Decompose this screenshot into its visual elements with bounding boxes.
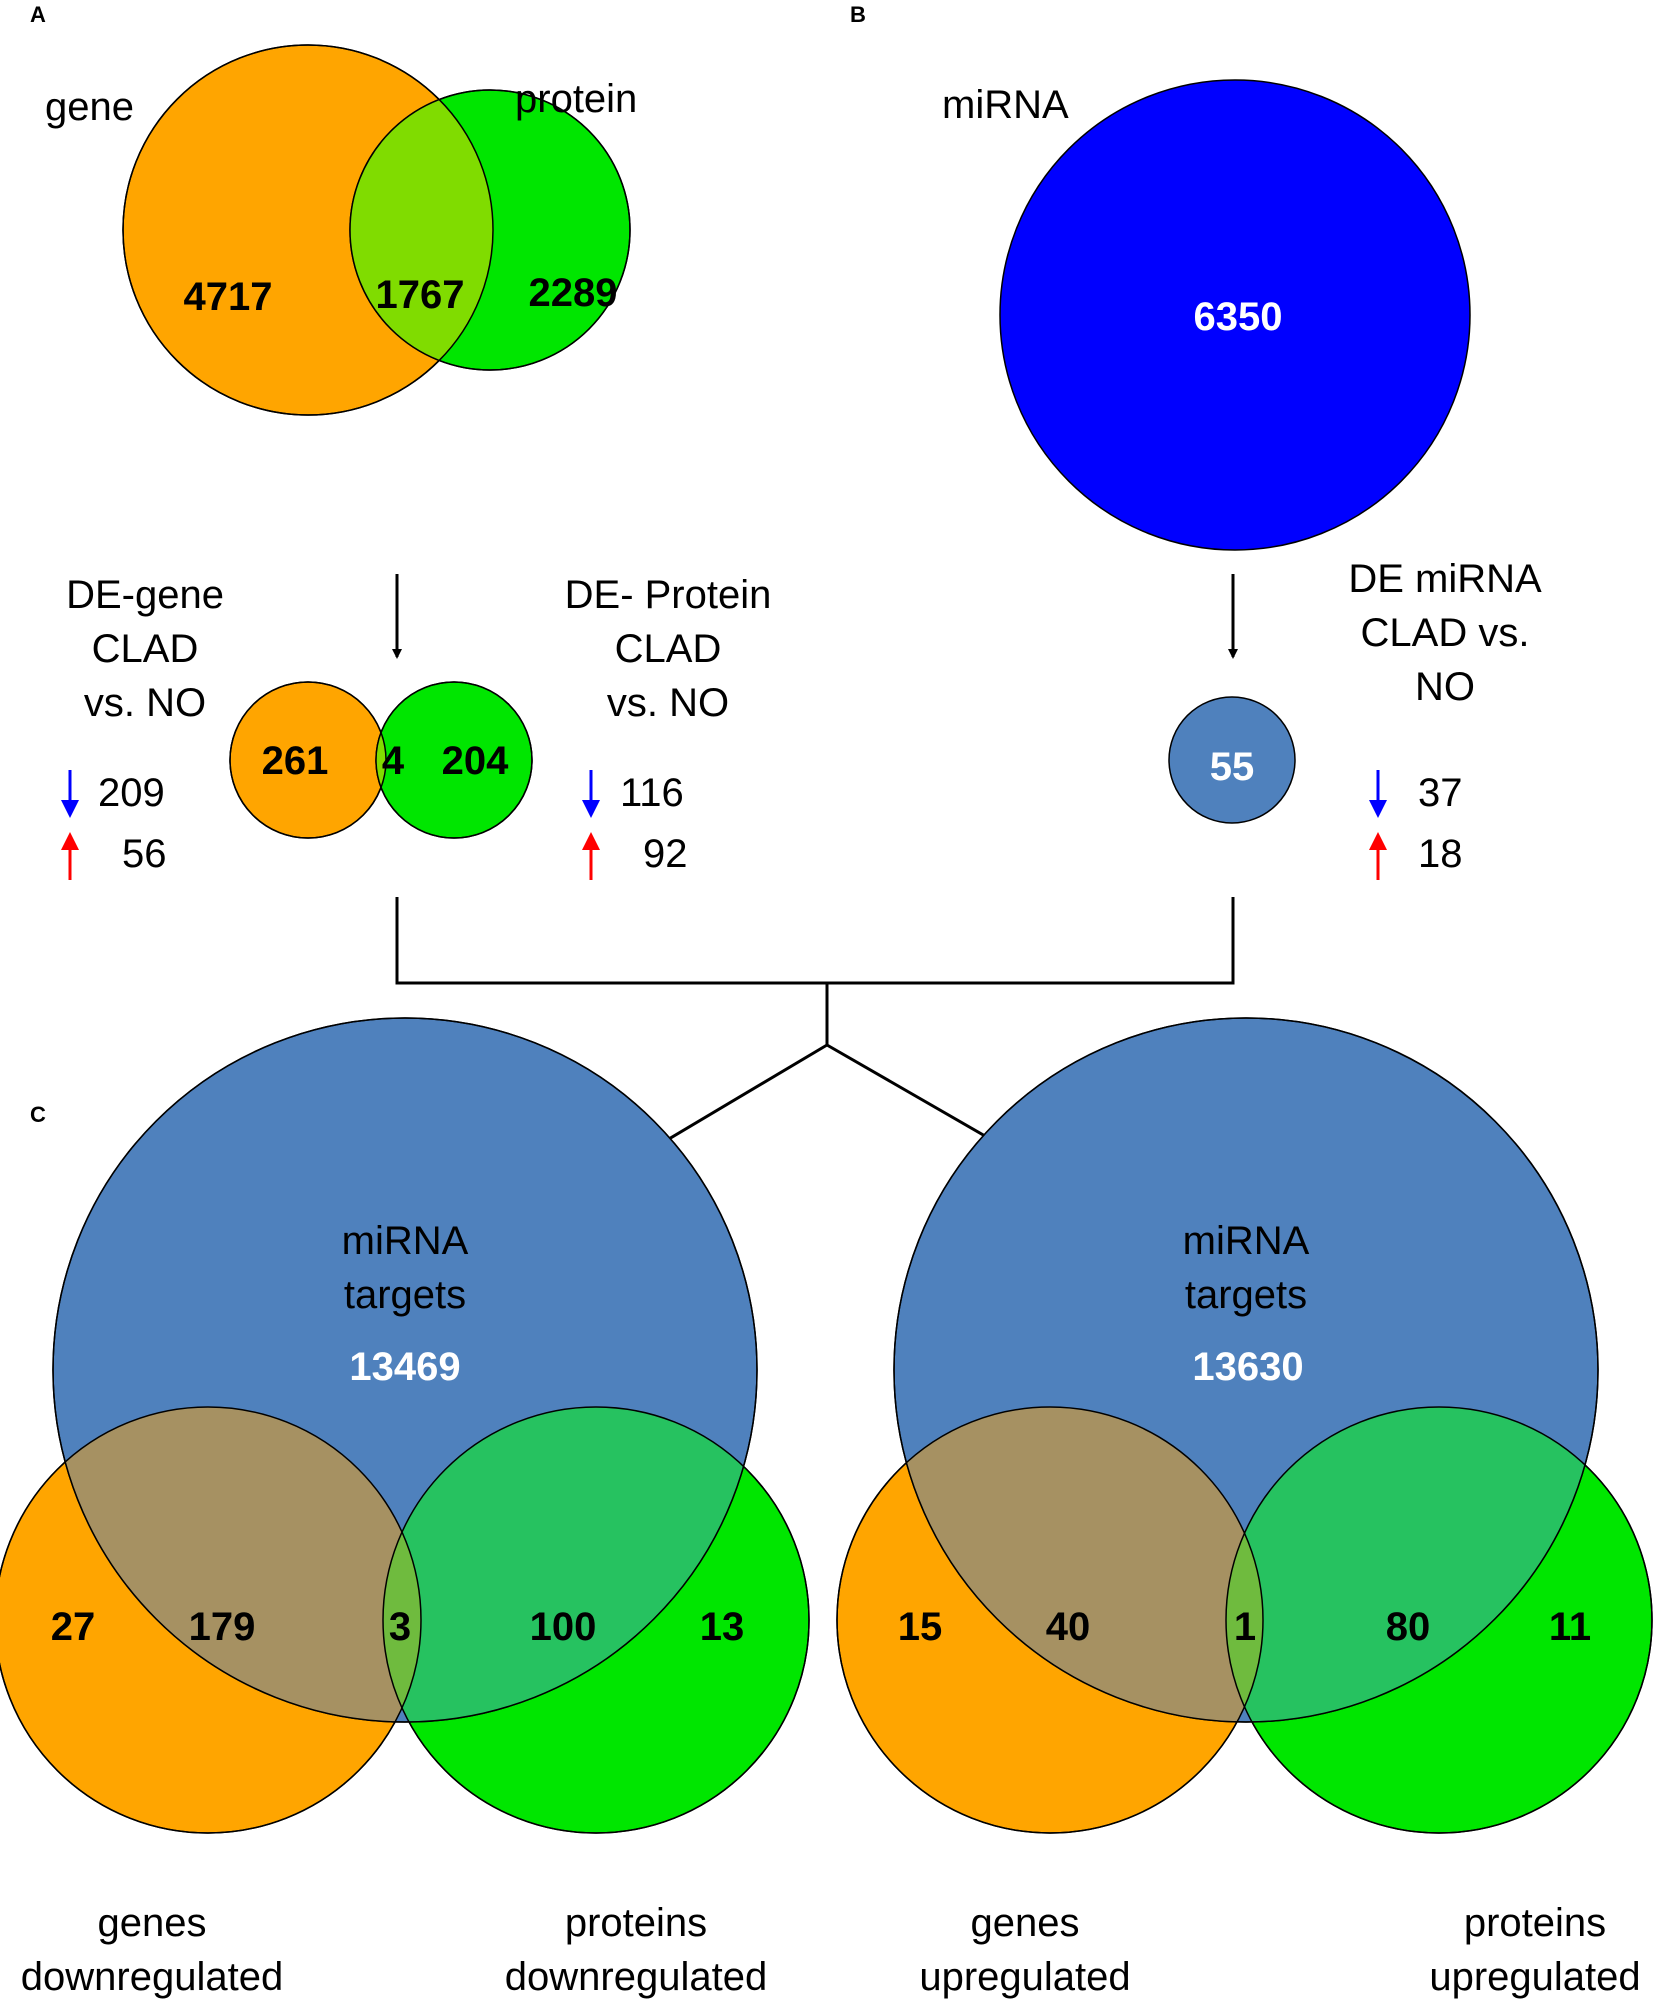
svg-text:DE miRNA: DE miRNA xyxy=(1348,557,1542,601)
left-all-three-count: 3 xyxy=(389,1605,411,1649)
right-targets-label: miRNA targets xyxy=(1183,1219,1310,1317)
left-genes-targets-overlap xyxy=(53,1407,421,1722)
svg-text:downregulated: downregulated xyxy=(21,1955,283,1999)
de-gene-only-count: 261 xyxy=(262,739,329,783)
svg-text:miRNA: miRNA xyxy=(342,1219,469,1263)
de-gene-down-count: 209 xyxy=(98,771,165,815)
de-mirna-label: DE miRNA CLAD vs. NO xyxy=(1348,557,1542,709)
gene-protein-overlap xyxy=(350,90,493,370)
protein-only-count: 2289 xyxy=(529,271,618,315)
svg-text:upregulated: upregulated xyxy=(1429,1955,1640,1999)
protein-label: protein xyxy=(515,77,637,121)
svg-text:genes: genes xyxy=(98,1901,207,1945)
svg-text:DE-gene: DE-gene xyxy=(66,573,224,617)
connector-bracket xyxy=(395,897,1235,1045)
panel-a-letter: A xyxy=(30,2,46,27)
svg-text:genes: genes xyxy=(971,1901,1080,1945)
de-overlap-count: 4 xyxy=(382,739,405,783)
right-genes-targets-count: 40 xyxy=(1046,1605,1091,1649)
svg-text:upregulated: upregulated xyxy=(919,1955,1130,1999)
de-protein-up-count: 92 xyxy=(643,832,688,876)
de-protein-down-count: 116 xyxy=(620,771,684,815)
svg-text:proteins: proteins xyxy=(565,1901,707,1945)
de-protein-label: DE- Protein CLAD vs. NO xyxy=(565,573,772,725)
svg-text:targets: targets xyxy=(1185,1273,1307,1317)
svg-text:targets: targets xyxy=(344,1273,466,1317)
panel-c-letter: C xyxy=(30,1102,46,1127)
left-proteins-label: proteins downregulated xyxy=(505,1901,767,1999)
mirna-label: miRNA xyxy=(942,83,1069,127)
venn-downregulated xyxy=(0,1017,810,1834)
svg-text:proteins: proteins xyxy=(1464,1901,1606,1945)
de-gene-up-count: 56 xyxy=(122,832,167,876)
venn-de-gene-protein xyxy=(229,681,533,839)
svg-text:CLAD vs.: CLAD vs. xyxy=(1361,611,1530,655)
svg-text:CLAD: CLAD xyxy=(92,627,199,671)
mirna-total-count: 6350 xyxy=(1194,295,1283,339)
gene-only-count: 4717 xyxy=(184,275,273,319)
left-proteins-targets-overlap xyxy=(383,1407,757,1722)
right-genes-label: genes upregulated xyxy=(919,1901,1130,1999)
left-genes-only-count: 27 xyxy=(51,1605,96,1649)
de-gene-label: DE-gene CLAD vs. NO xyxy=(66,573,224,725)
right-genes-targets-overlap xyxy=(894,1407,1263,1722)
right-proteins-targets-overlap xyxy=(1226,1407,1598,1722)
de-mirna-count: 55 xyxy=(1210,745,1255,789)
venn-gene-protein xyxy=(122,44,631,416)
gene-label: gene xyxy=(45,85,134,129)
de-mirna-up-count: 18 xyxy=(1418,832,1463,876)
right-proteins-label: proteins upregulated xyxy=(1429,1901,1640,1999)
gene-protein-overlap-count: 1767 xyxy=(376,273,465,317)
panel-b-letter: B xyxy=(850,2,866,27)
left-targets-label: miRNA targets xyxy=(342,1219,469,1317)
svg-text:vs. NO: vs. NO xyxy=(607,681,729,725)
right-targets-only-count: 13630 xyxy=(1192,1345,1303,1389)
right-proteins-targets-count: 80 xyxy=(1386,1605,1431,1649)
right-all-three-count: 1 xyxy=(1234,1605,1256,1649)
svg-text:downregulated: downregulated xyxy=(505,1955,767,1999)
svg-text:CLAD: CLAD xyxy=(615,627,722,671)
svg-text:DE- Protein: DE- Protein xyxy=(565,573,772,617)
left-targets-only-count: 13469 xyxy=(349,1345,460,1389)
de-protein-only-count: 204 xyxy=(442,739,509,783)
right-proteins-only-count: 11 xyxy=(1549,1605,1591,1649)
svg-text:vs. NO: vs. NO xyxy=(84,681,206,725)
svg-text:miRNA: miRNA xyxy=(1183,1219,1310,1263)
right-genes-only-count: 15 xyxy=(898,1605,943,1649)
de-mirna-circle xyxy=(1168,696,1296,824)
left-genes-targets-count: 179 xyxy=(189,1605,256,1649)
left-proteins-only-count: 13 xyxy=(700,1605,745,1649)
svg-text:NO: NO xyxy=(1415,665,1475,709)
venn-upregulated xyxy=(836,1017,1653,1834)
left-proteins-targets-count: 100 xyxy=(530,1605,597,1649)
left-genes-label: genes downregulated xyxy=(21,1901,283,1999)
mirna-all-circle xyxy=(999,79,1471,551)
de-mirna-down-count: 37 xyxy=(1418,771,1463,815)
